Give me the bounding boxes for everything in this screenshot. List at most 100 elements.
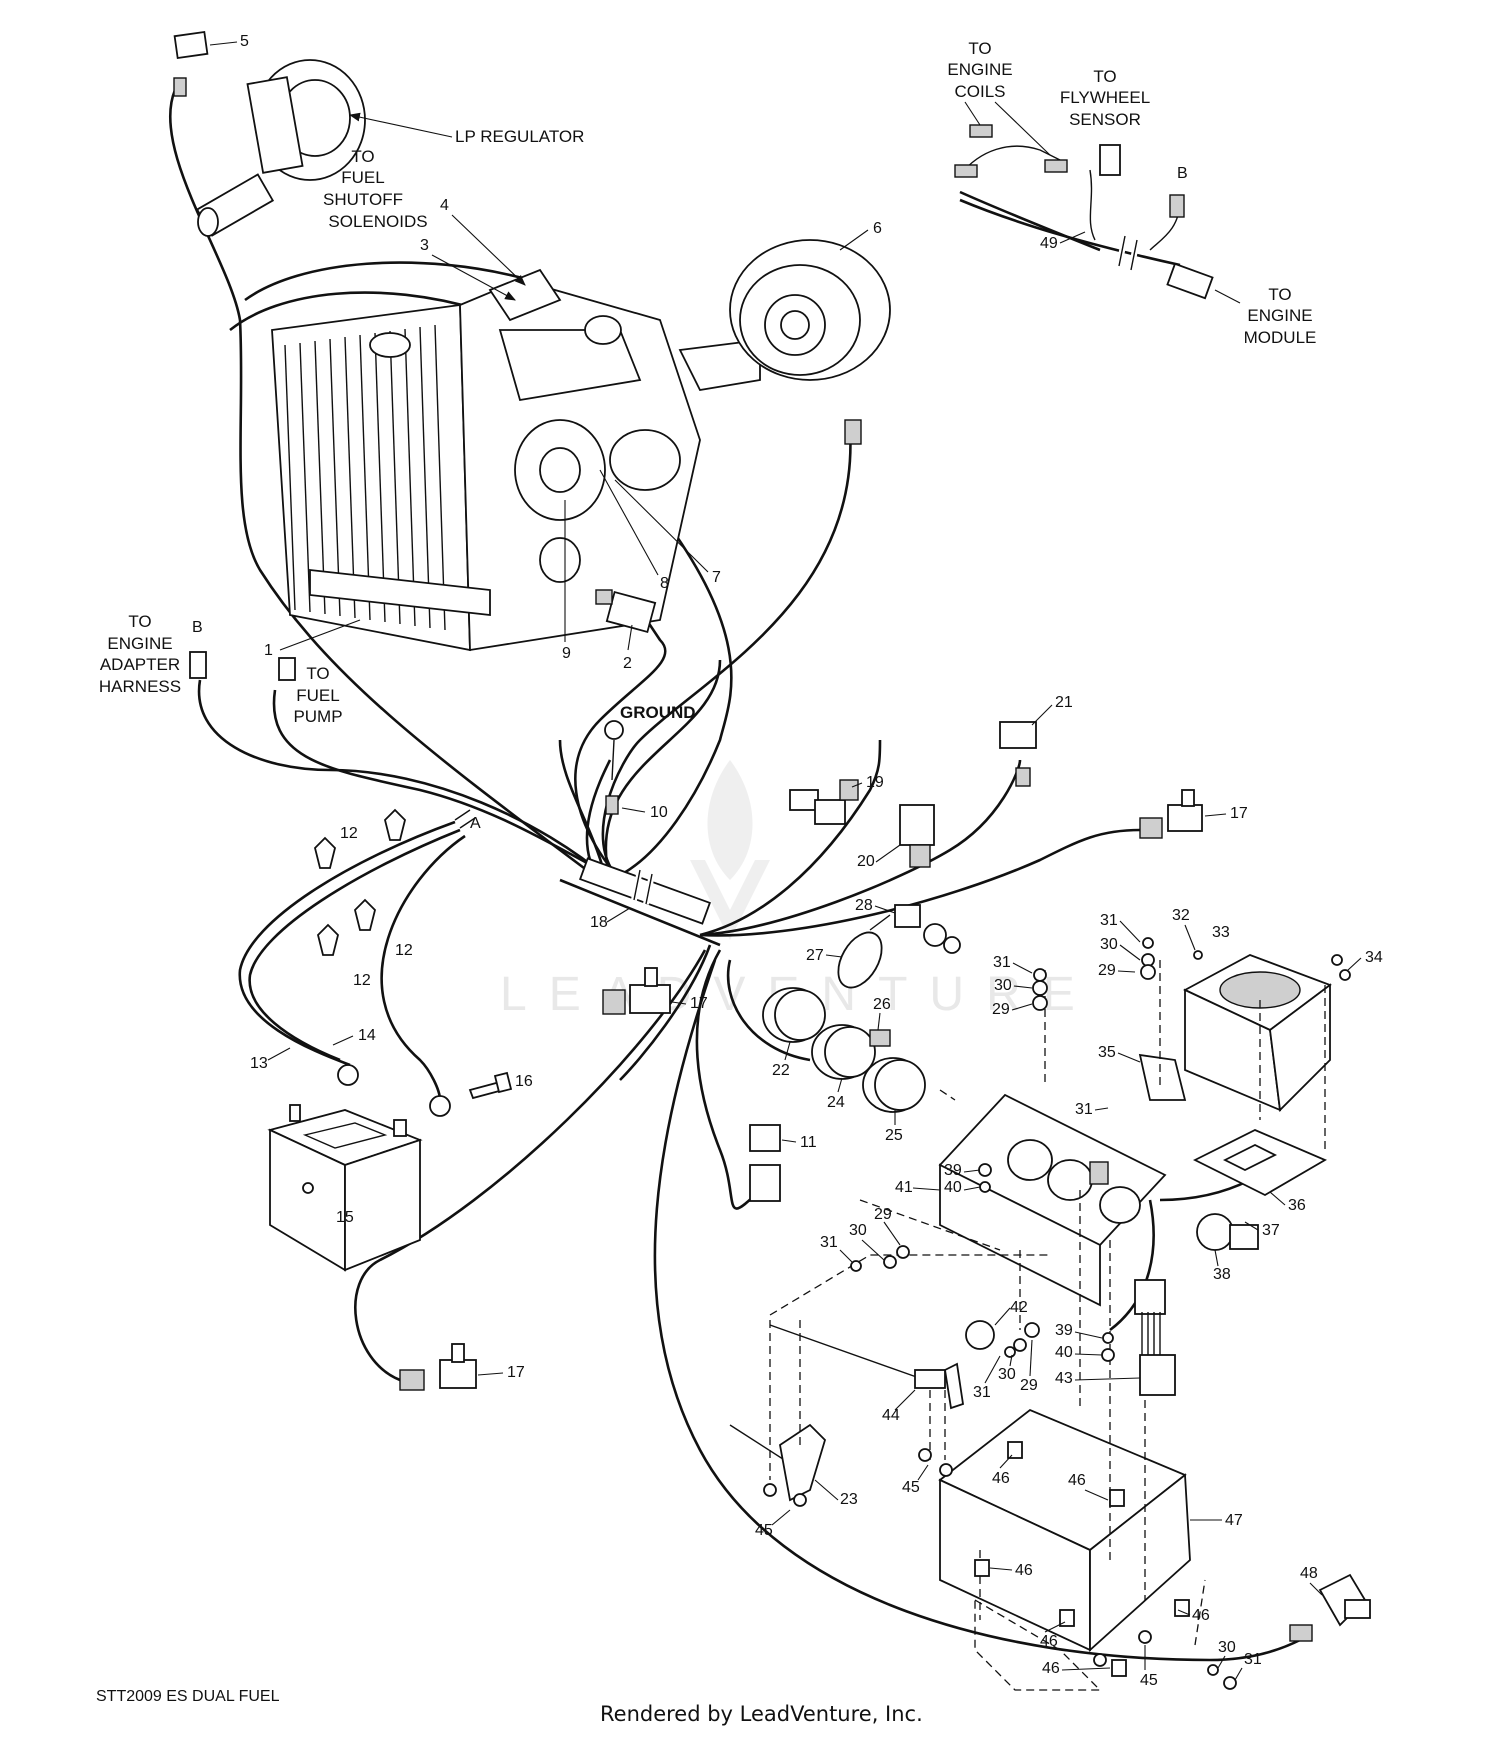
part-label-31b: 31 xyxy=(993,954,1011,971)
part-label-38: 38 xyxy=(1213,1266,1231,1283)
part-label-46c: 46 xyxy=(1015,1562,1033,1579)
engine-assembly xyxy=(271,268,761,652)
svg-text:HARNESS: HARNESS xyxy=(99,677,181,696)
bracket-33 xyxy=(1183,954,1332,1112)
part-label-21: 21 xyxy=(1055,694,1073,711)
part-label-31d: 31 xyxy=(820,1234,838,1251)
model-code: STT2009 ES DUAL FUEL xyxy=(96,1688,280,1705)
svg-text:TO: TO xyxy=(351,147,374,166)
console-47 xyxy=(938,1408,1191,1691)
part-label-1: 1 xyxy=(264,642,273,659)
svg-text:SOLENOIDS: SOLENOIDS xyxy=(328,212,427,231)
switch-21 xyxy=(999,721,1037,787)
part-label-12c: 12 xyxy=(353,972,371,989)
part-label-11: 11 xyxy=(800,1134,817,1151)
part-label-42: 42 xyxy=(1010,1299,1028,1316)
gauges xyxy=(762,987,926,1113)
part-label-5: 5 xyxy=(240,33,249,50)
part-label-2: 2 xyxy=(623,655,632,672)
lever-23 xyxy=(729,1423,827,1502)
part-label-31e: 31 xyxy=(973,1384,991,1401)
part-label-45b: 45 xyxy=(755,1522,773,1539)
part-label-29b: 29 xyxy=(992,1001,1010,1018)
knob-42 xyxy=(965,1320,1040,1350)
part-label-26: 26 xyxy=(873,996,891,1013)
svg-text:COILS: COILS xyxy=(954,82,1005,101)
render-credit: Rendered by LeadVenture, Inc. xyxy=(600,1702,923,1726)
part-label-39b: 39 xyxy=(1055,1322,1073,1339)
part-label-25: 25 xyxy=(885,1127,903,1144)
part-label-27: 27 xyxy=(806,947,824,964)
clutch-6 xyxy=(729,239,891,445)
svg-text:TO: TO xyxy=(306,664,329,683)
part-label-29a: 29 xyxy=(1098,962,1116,979)
dash-panel-41 xyxy=(938,1093,1167,1307)
switch-5 xyxy=(173,31,209,97)
part-label-35: 35 xyxy=(1098,1044,1116,1061)
part-label-31c: 31 xyxy=(1075,1101,1093,1118)
cable-44 xyxy=(769,1324,965,1410)
part-label-29c: 29 xyxy=(874,1206,892,1223)
solenoid-17-middle xyxy=(602,967,671,1015)
part-label-34: 34 xyxy=(1365,949,1383,966)
part-label-17a: 17 xyxy=(1230,805,1248,822)
watermark-logo xyxy=(690,760,770,940)
label-to-engine-adapter: TO ENGINE ADAPTER HARNESS xyxy=(99,612,181,696)
harness-43 xyxy=(1134,1279,1176,1396)
part-label-44: 44 xyxy=(882,1407,900,1424)
part-label-30e: 30 xyxy=(1218,1639,1236,1656)
part-label-10: 10 xyxy=(650,804,668,821)
part-label-46f: 46 xyxy=(1042,1660,1060,1677)
callout-labels: LP REGULATOR TO FUEL SHUTOFF SOLENOIDS T… xyxy=(99,39,1316,832)
part-label-19: 19 xyxy=(866,774,884,791)
label-to-flywheel-sensor: TO FLYWHEEL SENSOR xyxy=(1060,67,1150,129)
svg-text:FLYWHEEL: FLYWHEEL xyxy=(1060,88,1150,107)
connector-b-left xyxy=(189,651,207,679)
svg-text:TO: TO xyxy=(968,39,991,58)
part-label-45a: 45 xyxy=(902,1479,920,1496)
fuel-pump-connector xyxy=(278,657,296,681)
connector-19 xyxy=(789,779,859,825)
label-connector-b-right: B xyxy=(1177,165,1188,182)
part-label-30b: 30 xyxy=(994,977,1012,994)
part-label-46d: 46 xyxy=(1040,1633,1058,1650)
part-label-9: 9 xyxy=(562,645,571,662)
part-label-16: 16 xyxy=(515,1073,533,1090)
part-label-43: 43 xyxy=(1055,1370,1073,1387)
part-label-15: 15 xyxy=(336,1209,354,1226)
switch-48 xyxy=(1289,1573,1371,1642)
label-to-fuel-shutoff: TO FUEL SHUTOFF SOLENOIDS xyxy=(323,147,428,231)
part-label-8: 8 xyxy=(660,575,669,592)
bolt-16 xyxy=(468,1071,513,1100)
part-label-31f: 31 xyxy=(1244,1651,1262,1668)
part-label-17b: 17 xyxy=(690,995,708,1012)
plate-36 xyxy=(1192,1129,1327,1197)
part-label-17c: 17 xyxy=(507,1364,525,1381)
svg-text:SENSOR: SENSOR xyxy=(1069,110,1141,129)
svg-text:ENGINE: ENGINE xyxy=(107,634,172,653)
part-label-48: 48 xyxy=(1300,1565,1318,1582)
svg-text:ENGINE: ENGINE xyxy=(1247,306,1312,325)
harness-break-18 xyxy=(579,857,711,925)
sub-harness-49 xyxy=(954,124,1214,300)
part-label-23: 23 xyxy=(840,1491,858,1508)
part-label-30c: 30 xyxy=(849,1222,867,1239)
label-connector-b-left: B xyxy=(192,619,203,636)
part-label-40b: 40 xyxy=(1055,1344,1073,1361)
svg-text:TO: TO xyxy=(128,612,151,631)
part-label-47: 47 xyxy=(1225,1512,1243,1529)
hardware xyxy=(763,937,1351,1690)
solenoid-17-lower xyxy=(399,1343,477,1391)
part-label-46e: 46 xyxy=(1192,1607,1210,1624)
part-label-22: 22 xyxy=(772,1062,790,1079)
svg-text:PUMP: PUMP xyxy=(293,707,342,726)
part-label-45c: 45 xyxy=(1140,1672,1158,1689)
part-label-18: 18 xyxy=(590,914,608,931)
solenoid-17-upper xyxy=(1139,789,1203,839)
label-lp-regulator: LP REGULATOR xyxy=(455,127,584,146)
ignition-key-switch xyxy=(837,904,961,989)
part-label-14: 14 xyxy=(358,1027,376,1044)
svg-text:SHUTOFF: SHUTOFF xyxy=(323,190,403,209)
part-label-30d: 30 xyxy=(998,1366,1016,1383)
part-label-24: 24 xyxy=(827,1094,845,1111)
